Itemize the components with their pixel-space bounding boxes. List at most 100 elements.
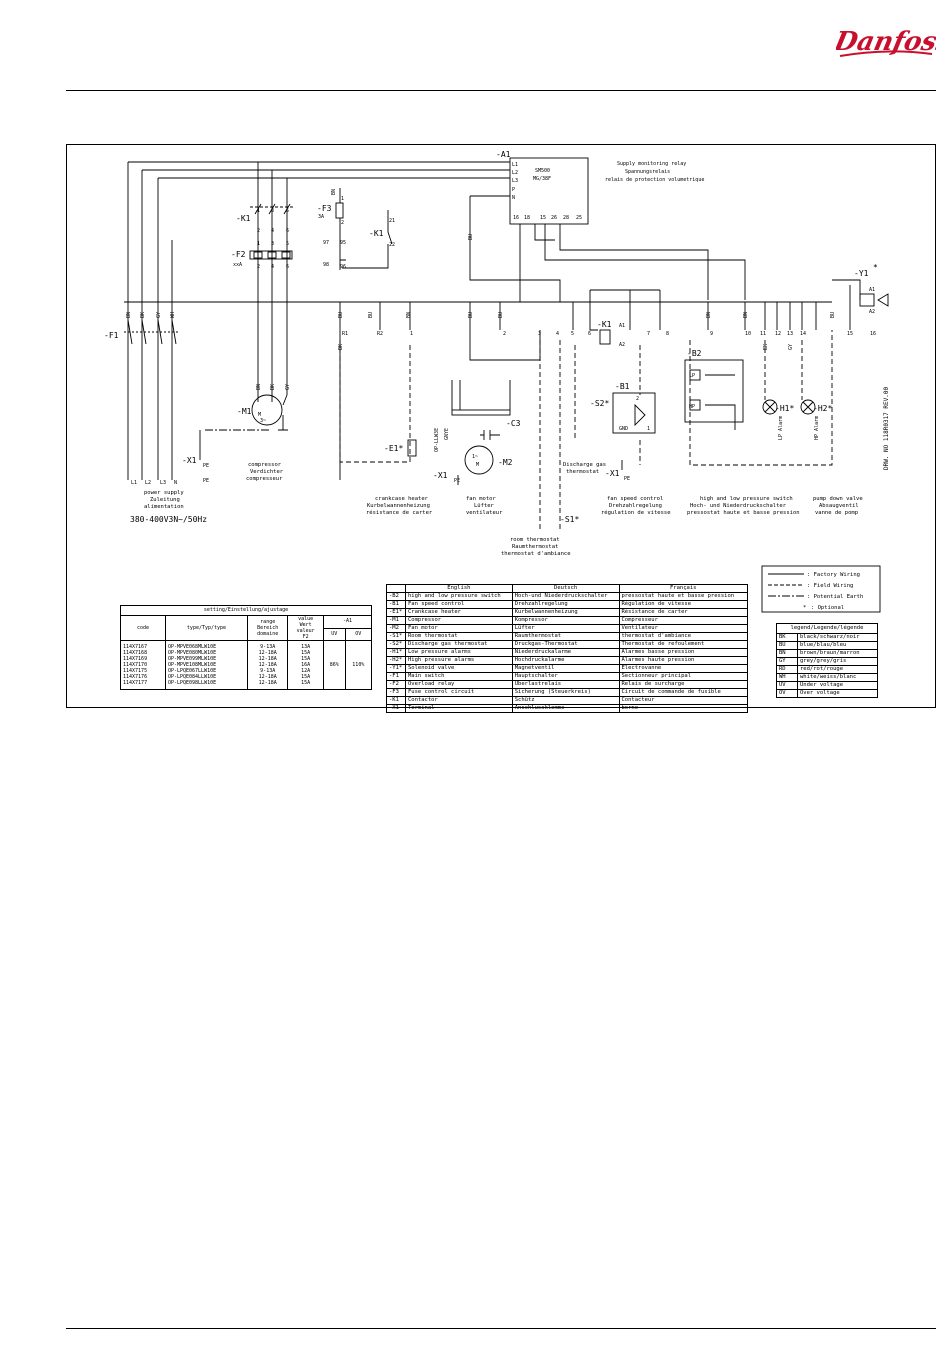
legend-field-wiring: : Field Wiring — [807, 583, 853, 589]
components-cell-de: Hochdruckalarme — [511, 656, 620, 665]
components-cell-de: Druckgas-Thermostat — [511, 640, 620, 649]
components-cell-en: Room thermostat — [405, 632, 513, 641]
crankcase-caption-2: Kurbelwannenheizung — [367, 503, 430, 509]
fan-motor-caption-3: ventilateur — [466, 510, 503, 516]
tag-y1-star: * — [873, 263, 878, 272]
settings-range: 12-18A — [258, 650, 277, 656]
a1-caption-2: Spannungsrelais — [625, 169, 670, 175]
terminal-8: 8 — [666, 331, 669, 337]
components-cell-fr: Alarmes haute pression — [618, 656, 748, 665]
footer-rule — [66, 1328, 936, 1329]
components-cell-de: Raumthermostat — [511, 632, 620, 641]
terminal-7: 7 — [647, 331, 650, 337]
terminal-r2: R2 — [377, 331, 383, 337]
a1-contact-16: 16 — [513, 215, 519, 221]
settings-type: OP-MPVE080MLW10E — [167, 650, 217, 656]
m2-sub: M — [476, 462, 479, 468]
x1-left-pe-2: PE — [203, 478, 209, 484]
f3-pin-2: 2 — [341, 220, 344, 226]
x1-mid-pe: PE — [454, 478, 460, 484]
tag-k1-main: -K1 — [236, 214, 251, 223]
tag-k1-aux: -K1 — [369, 229, 384, 238]
m1-symbol: M — [258, 412, 261, 418]
supply-l2: L2 — [145, 480, 151, 486]
components-cell-tag: -Y1* — [386, 664, 406, 673]
b1-gnd: GND — [619, 426, 628, 432]
settings-value: 13A — [301, 644, 311, 650]
components-cell-tag: -F2 — [386, 680, 406, 689]
components-cell-tag: -E1* — [386, 608, 406, 617]
color-legend-meaning: grey/grey/gris — [797, 657, 878, 666]
components-cell-tag: -M1 — [386, 616, 406, 625]
settings-type: OP-LPQE084LLW10E — [167, 674, 217, 680]
components-cell-tag: -F1 — [386, 672, 406, 681]
color-legend-code: BK — [776, 633, 798, 642]
settings-range: 9-13A — [260, 668, 276, 674]
components-cell-tag: -X1 — [386, 704, 406, 713]
supply-caption-2: Zuleitung — [150, 497, 180, 503]
b2-lp: LP — [689, 373, 695, 379]
tag-x1-mid: -X1 — [433, 471, 448, 480]
wire-bn-9: BN — [706, 312, 712, 318]
pressure-caption-2: Hoch- und Niederdruckschalter — [690, 503, 787, 509]
settings-type: OP-LPQE098LLW10E — [167, 680, 217, 686]
room-caption-3: thermostat d'ambiance — [501, 551, 571, 557]
tag-h1: -H1* — [775, 404, 794, 413]
components-cell-tag: -H1* — [386, 648, 406, 657]
wire-bk-11: BK — [763, 344, 769, 350]
compressor-caption-2: Verdichter — [250, 469, 284, 475]
f2-top-3: 3 — [271, 241, 274, 247]
wire-bu-t2b: BU — [498, 312, 504, 318]
k1-top-3: 3 — [271, 208, 274, 214]
wire-bu-a1: BU — [468, 234, 474, 240]
tag-s1: -S1* — [560, 515, 579, 524]
supply-voltage: 380-400V3N~/50Hz — [130, 515, 207, 524]
tag-s2: -S2* — [590, 399, 609, 408]
terminal-5: 5 — [571, 331, 574, 337]
m1-sub: 3~ — [260, 418, 266, 424]
pump-down-caption-2: Absaugventil — [819, 503, 859, 509]
components-cell-en: Terminal — [405, 704, 513, 713]
terminal-10: 10 — [745, 331, 751, 337]
settings-value: 12A — [301, 668, 311, 674]
settings-code: 114X7175 — [123, 668, 148, 674]
components-cell-tag: -B2 — [386, 592, 406, 601]
components-cell-de: Überlastrelais — [511, 680, 620, 689]
components-cell-en: Solenoid valve — [405, 664, 513, 673]
f2-aux-97: 97 — [323, 240, 329, 246]
settings-header-code: code — [120, 615, 166, 641]
settings-title: setting/Einstellung/ajustage — [120, 605, 372, 616]
header-rule — [66, 90, 936, 91]
k1-aux-22: 22 — [389, 242, 395, 248]
x1-left-pe: PE — [203, 463, 209, 469]
pressure-caption-3: pressostat haute et basse pression — [687, 510, 800, 516]
settings-header-value-2: Wert — [299, 622, 312, 628]
tag-x1-right: -X1 — [605, 469, 620, 478]
k1-bottom-6: 6 — [286, 228, 289, 234]
crankcase-caption-1: crankcase heater — [375, 496, 429, 502]
components-header-de: Deutsch — [511, 584, 620, 593]
settings-value: 15A — [301, 656, 311, 662]
k1-bottom-2: 2 — [257, 228, 260, 234]
color-legend-code: GY — [776, 657, 798, 666]
settings-value: 15A — [301, 680, 311, 686]
components-cell-fr: Contacteur — [618, 696, 748, 705]
supply-l3: L3 — [160, 480, 166, 486]
wire-bu-r1: BU — [338, 312, 344, 318]
components-cell-fr: thermostat d'ambiance — [618, 632, 748, 641]
tag-c3: -C3 — [506, 419, 521, 428]
components-cell-fr: Résistance de carter — [618, 608, 748, 617]
f2-aux-95: 95 — [340, 240, 346, 246]
room-caption-1: room thermostat — [510, 537, 560, 543]
wire-bu-y1: BU — [830, 312, 836, 318]
terminal-6: 6 — [588, 331, 591, 337]
tag-a1: -A1 — [496, 150, 511, 159]
h2-side-label: HP Alarm — [814, 416, 820, 440]
tag-f1: -F1 — [104, 331, 119, 340]
x1-right-pe: PE — [624, 476, 630, 482]
tag-f3: -F3 — [317, 204, 332, 213]
